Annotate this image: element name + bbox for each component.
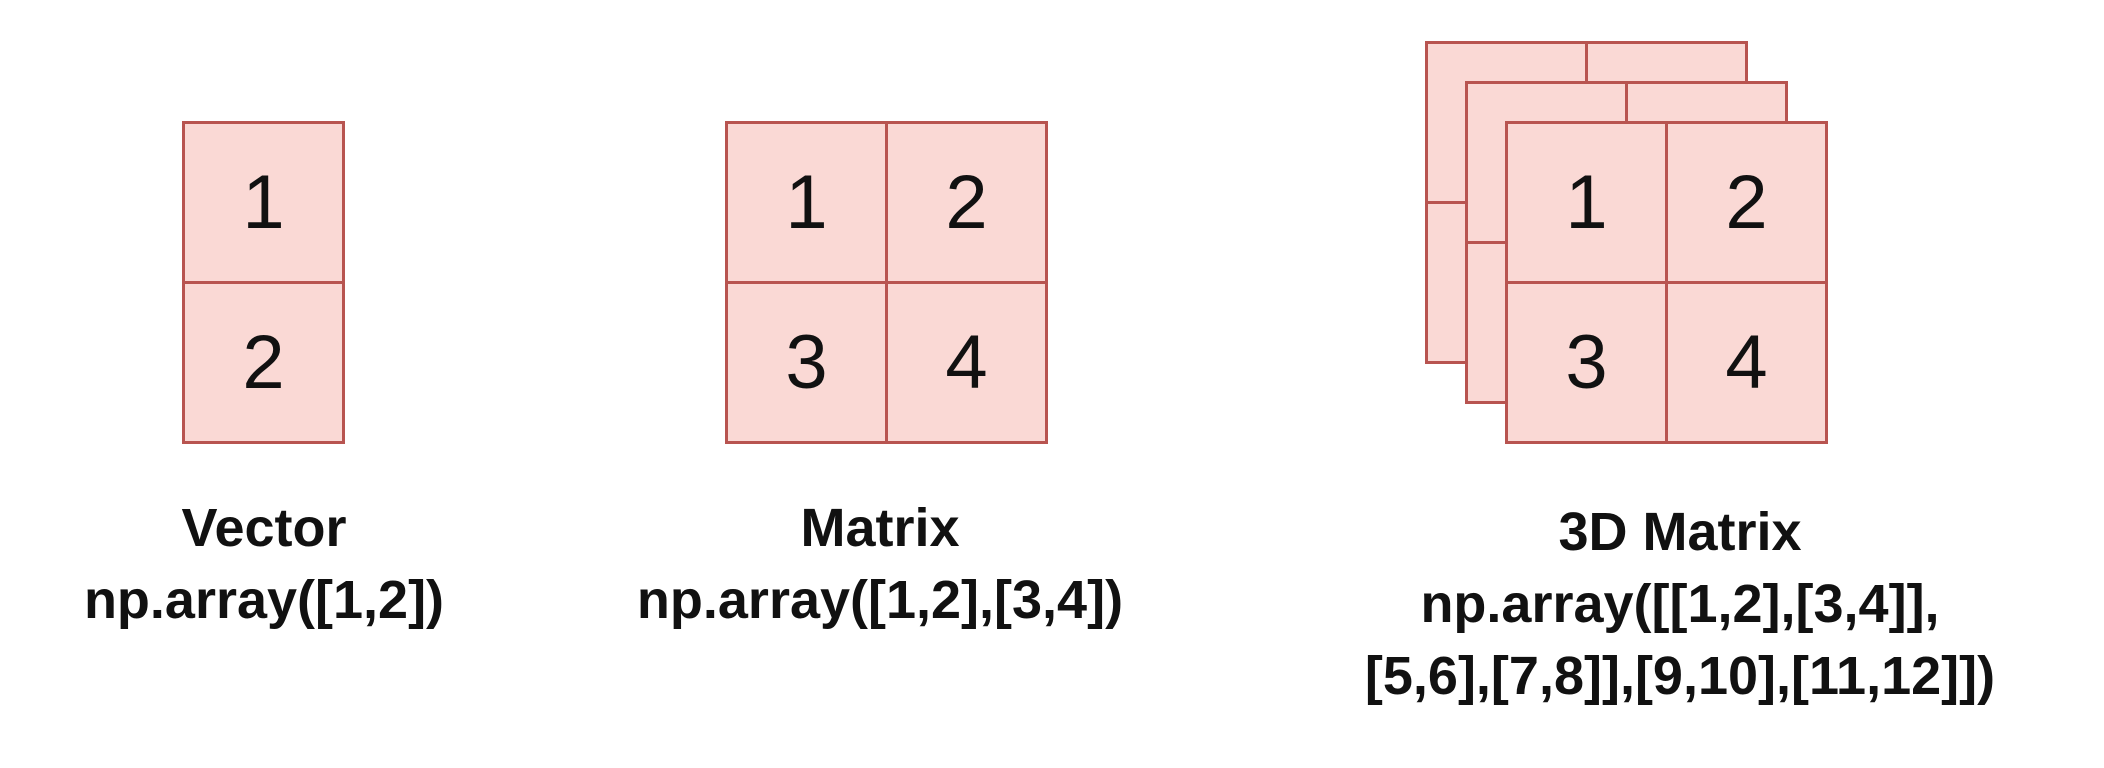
matrix3d-code-line2: [5,6],[7,8]],[9,10],[11,12]]): [1364, 646, 1996, 706]
matrix-title: Matrix: [800, 498, 960, 558]
matrix3d-caption: 3D Matrix np.array([[1,2],[3,4]], [5,6],…: [1300, 496, 2060, 712]
matrix3d-cell: 4: [1665, 281, 1828, 444]
vector-cell: 1: [182, 121, 345, 284]
matrix3d-cell: 2: [1665, 121, 1828, 284]
matrix3d-code-line1: np.array([[1,2],[3,4]],: [1420, 574, 1940, 634]
vector-cell: 2: [182, 281, 345, 444]
vector-caption: Vector np.array([1,2]): [60, 492, 468, 636]
matrix-cell: 1: [725, 121, 888, 284]
matrix-cell: 3: [725, 281, 888, 444]
matrix-cell: 4: [885, 281, 1048, 444]
matrix3d-cell: 3: [1505, 281, 1668, 444]
vector-title: Vector: [181, 498, 347, 558]
matrix-cell: 2: [885, 121, 1048, 284]
matrix3d-title: 3D Matrix: [1558, 502, 1802, 562]
matrix-code: np.array([1,2],[3,4]): [636, 570, 1124, 630]
matrix-caption: Matrix np.array([1,2],[3,4]): [560, 492, 1200, 636]
vector-code: np.array([1,2]): [83, 570, 445, 630]
matrix3d-cell: 1: [1505, 121, 1668, 284]
